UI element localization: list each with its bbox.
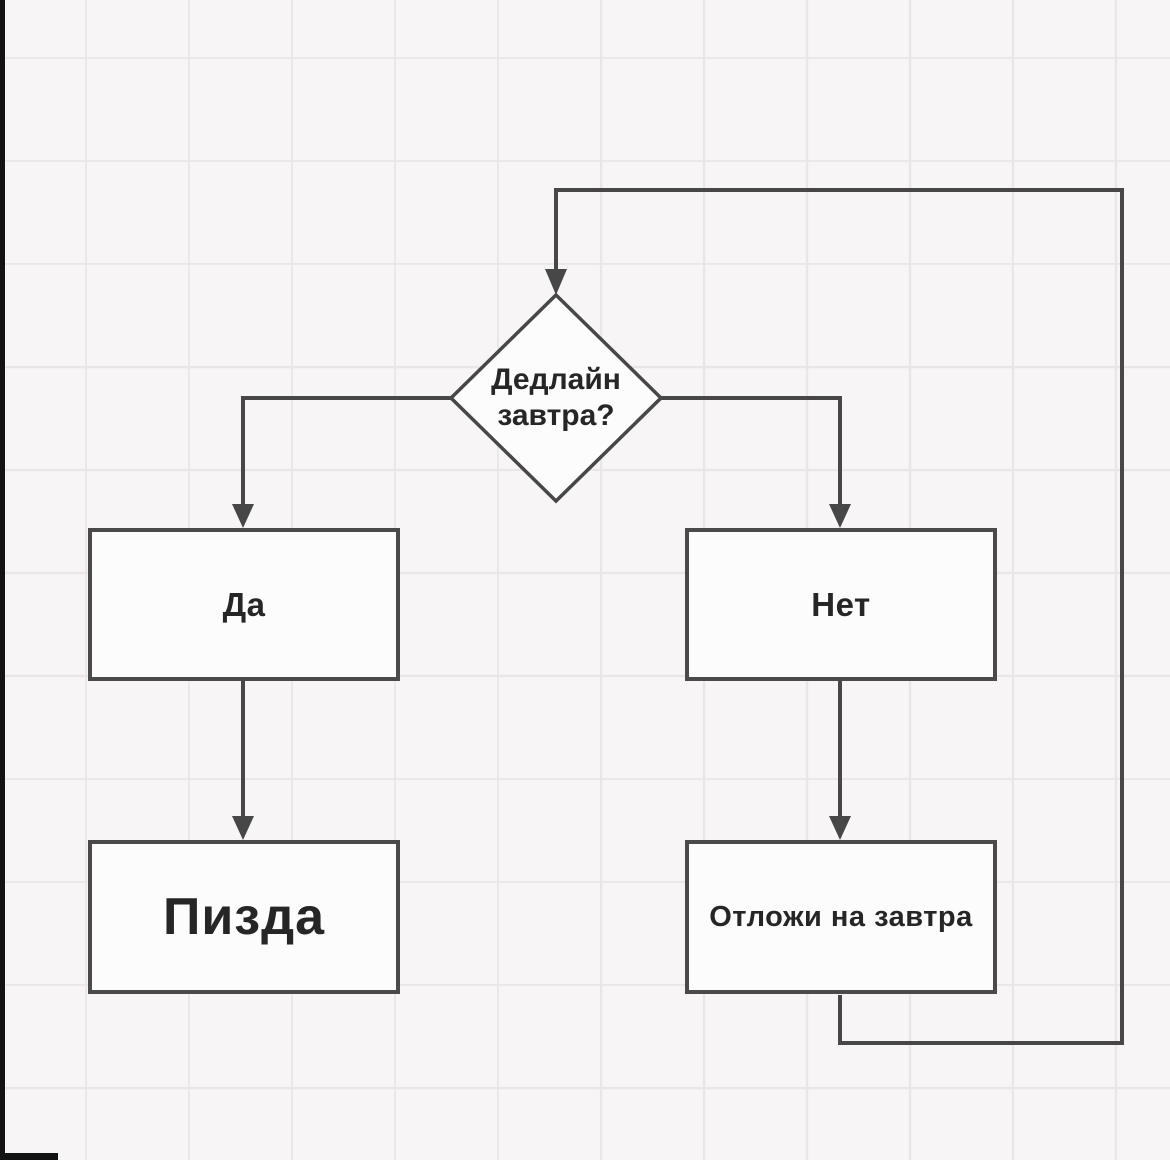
edge-decision-to-no (661, 396, 842, 510)
bottom-left-edge-artifact (0, 1153, 58, 1160)
edge-decision-to-yes (241, 396, 451, 510)
arrowhead-into-no (829, 504, 851, 528)
node-postpone-box: Отложи на завтра (685, 840, 997, 994)
node-panic-box: Пизда (88, 840, 400, 994)
node-no-box: Нет (685, 528, 997, 681)
node-no-label: Нет (811, 585, 871, 623)
connector-edges (241, 188, 1124, 1045)
arrowhead-into-decision (545, 269, 567, 295)
decision-diamond-shape (448, 292, 664, 504)
left-edge-artifact (0, 0, 5, 1160)
node-yes-label: Да (222, 585, 266, 623)
arrowhead-into-panic (232, 816, 254, 840)
arrowhead-into-yes (232, 504, 254, 528)
decision-label-line2: завтра? (497, 399, 615, 432)
arrowheads (232, 269, 851, 840)
node-postpone-label: Отложи на завтра (709, 900, 973, 933)
edge-postpone-loop-to-decision (554, 188, 1124, 1045)
decision-label-line1: Дедлайн (491, 363, 621, 396)
node-yes-box: Да (88, 528, 400, 681)
decision-node-label: Дедлайн завтра? (451, 358, 661, 438)
arrowhead-into-postpone (829, 816, 851, 840)
node-panic-label: Пизда (162, 888, 326, 946)
